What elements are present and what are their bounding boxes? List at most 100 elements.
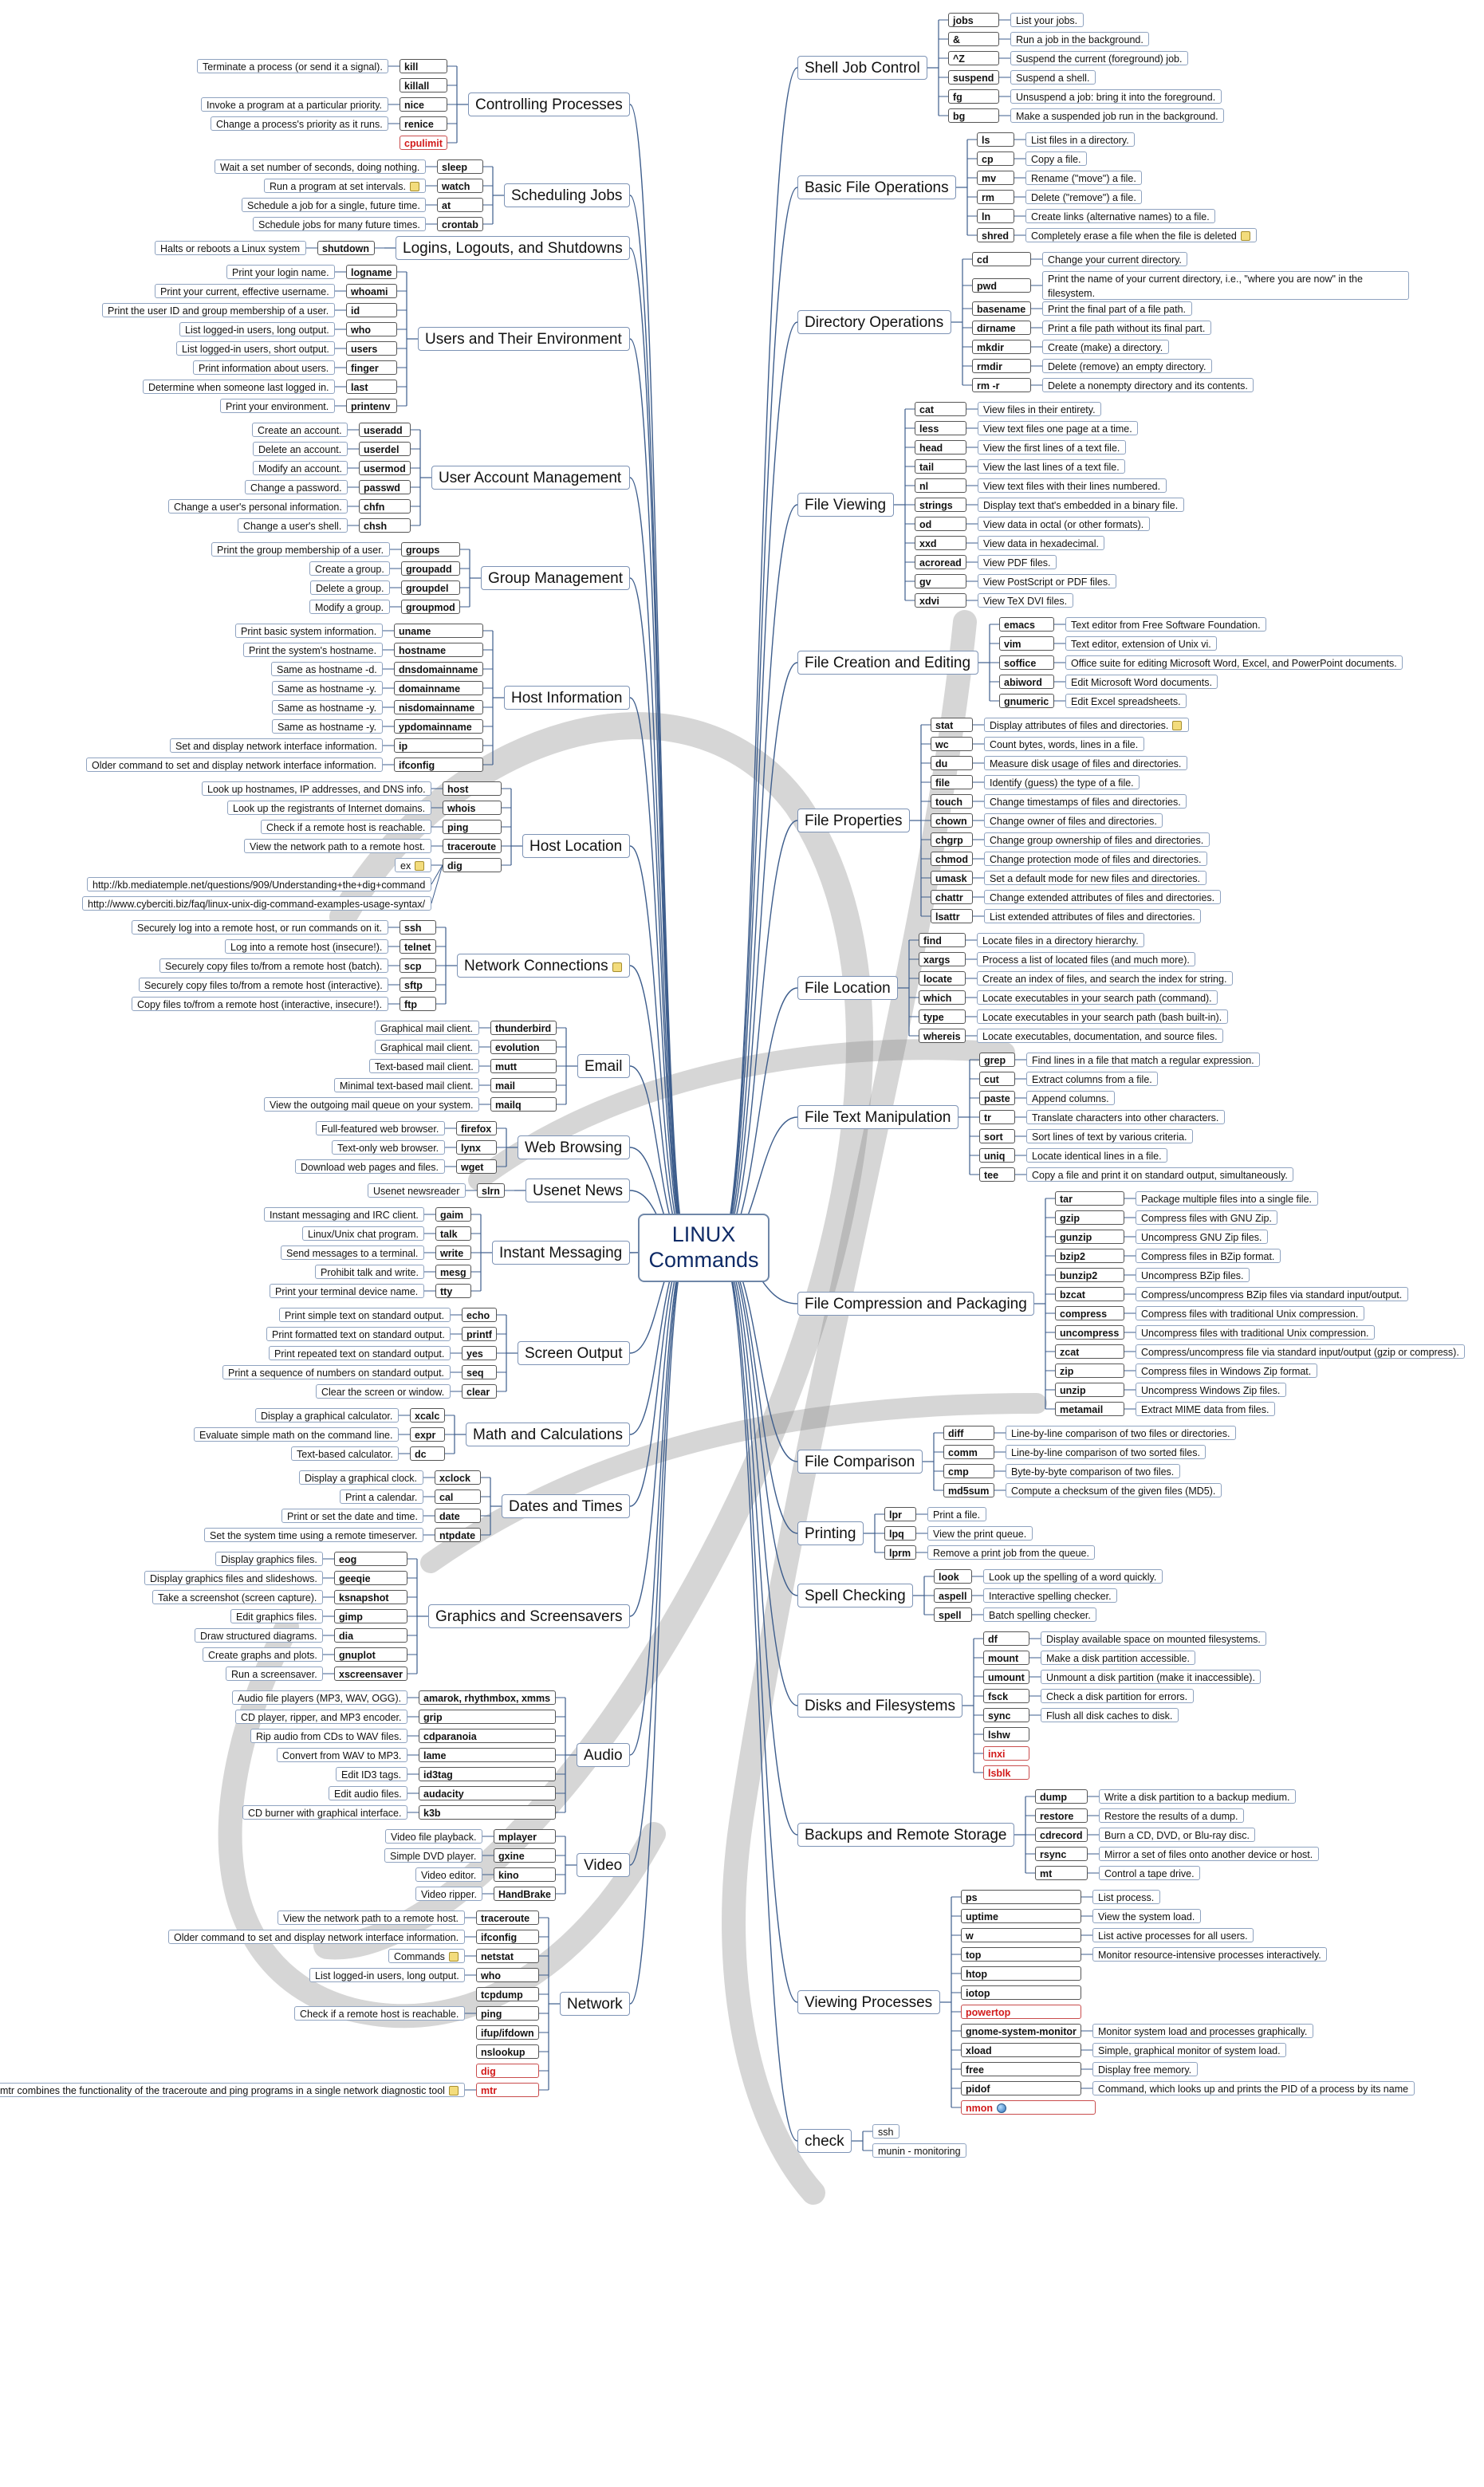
category-scheduling-jobs[interactable]: Scheduling Jobs [504,183,630,207]
command-gv[interactable]: gv [915,574,966,588]
command-abiword[interactable]: abiword [999,675,1054,689]
category-controlling-processes[interactable]: Controlling Processes [468,92,630,116]
command-rmdir[interactable]: rmdir [972,359,1031,373]
command-kino[interactable]: kino [494,1867,556,1882]
command-tcpdump[interactable]: tcpdump [476,1987,539,2001]
command-od[interactable]: od [915,517,966,531]
category-file-comparison[interactable]: File Comparison [797,1450,923,1474]
category-logins-logouts-and-shutdowns[interactable]: Logins, Logouts, and Shutdowns [396,236,630,260]
command-nice[interactable]: nice [400,97,447,112]
category-shell-job-control[interactable]: Shell Job Control [797,56,927,80]
command-groups[interactable]: groups [401,542,460,557]
command-zip[interactable]: zip [1055,1364,1124,1378]
command-acroread[interactable]: acroread [915,555,966,569]
command-fg[interactable]: fg [948,89,999,104]
command-domainname[interactable]: domainname [394,681,483,695]
command-chmod[interactable]: chmod [931,852,973,866]
command-shred[interactable]: shred [977,228,1014,242]
command-ntpdate[interactable]: ntpdate [435,1528,481,1542]
command-xscreensaver[interactable]: xscreensaver [334,1667,407,1681]
command-ypdomainname[interactable]: ypdomainname [394,719,483,734]
command-wget[interactable]: wget [456,1159,497,1174]
command-uptime[interactable]: uptime [961,1909,1081,1923]
command-pidof[interactable]: pidof [961,2081,1081,2095]
command-date[interactable]: date [435,1509,481,1523]
command-nmon[interactable]: nmon [961,2100,1096,2115]
command-mt[interactable]: mt [1035,1866,1088,1880]
command-cdparanoia[interactable]: cdparanoia [419,1729,556,1743]
command-gnome-system-monitor[interactable]: gnome-system-monitor [961,2024,1081,2038]
category-host-location[interactable]: Host Location [522,834,630,858]
command-ifconfig[interactable]: ifconfig [476,1930,539,1944]
command-mail[interactable]: mail [490,1078,557,1092]
command-hostname[interactable]: hostname [394,643,483,657]
command-renice[interactable]: renice [400,116,447,131]
category-printing[interactable]: Printing [797,1521,864,1545]
command-dig[interactable]: dig [476,2064,539,2078]
command-logname[interactable]: logname [346,265,397,279]
category-email[interactable]: Email [577,1054,630,1078]
command-nl[interactable]: nl [915,478,966,493]
command-dirname[interactable]: dirname [972,321,1031,335]
command-xdvi[interactable]: xdvi [915,593,966,608]
reference-link[interactable]: http://kb.mediatemple.net/questions/909/… [87,877,431,891]
category-group-management[interactable]: Group Management [481,566,630,590]
command-last[interactable]: last [346,380,397,394]
note-icon[interactable] [409,182,419,191]
command-cal[interactable]: cal [435,1489,481,1504]
command-tee[interactable]: tee [979,1167,1015,1182]
command-wc[interactable]: wc [931,737,973,751]
command-audacity[interactable]: audacity [419,1786,556,1800]
command-cat[interactable]: cat [915,402,966,416]
command-firefox[interactable]: firefox [456,1121,497,1135]
category-file-viewing[interactable]: File Viewing [797,493,894,517]
command-dia[interactable]: dia [334,1628,407,1643]
command-mutt[interactable]: mutt [490,1059,557,1073]
command-mplayer[interactable]: mplayer [494,1829,556,1844]
command-whoami[interactable]: whoami [346,284,397,298]
category-viewing-processes[interactable]: Viewing Processes [797,1990,940,2014]
command-chsh[interactable]: chsh [359,518,411,533]
note-icon[interactable] [1240,231,1250,241]
command-xclock[interactable]: xclock [435,1470,481,1485]
command-xargs[interactable]: xargs [919,952,966,966]
command-gnumeric[interactable]: gnumeric [999,694,1054,708]
command-chown[interactable]: chown [931,813,973,828]
command-uname[interactable]: uname [394,624,483,638]
command-cpulimit[interactable]: cpulimit [400,136,447,150]
command-htop[interactable]: htop [961,1966,1081,1981]
command-bzip2[interactable]: bzip2 [1055,1249,1124,1263]
command-less[interactable]: less [915,421,966,435]
command-nslookup[interactable]: nslookup [476,2044,539,2059]
command-xload[interactable]: xload [961,2043,1081,2057]
category-instant-messaging[interactable]: Instant Messaging [492,1241,630,1265]
command-jobs[interactable]: jobs [948,13,999,27]
command-xxd[interactable]: xxd [915,536,966,550]
command-inxi[interactable]: inxi [983,1746,1029,1761]
category-dates-and-times[interactable]: Dates and Times [502,1494,630,1518]
command-ip[interactable]: ip [394,738,483,753]
command-look[interactable]: look [934,1569,972,1584]
command-locate[interactable]: locate [919,971,966,986]
command-scp[interactable]: scp [400,958,436,973]
command-chfn[interactable]: chfn [359,499,411,514]
command-slrn[interactable]: slrn [477,1183,505,1198]
command-xcalc[interactable]: xcalc [410,1408,445,1423]
command-top[interactable]: top [961,1947,1081,1962]
command-umount[interactable]: umount [983,1670,1029,1684]
command-ssh[interactable]: ssh [400,920,436,935]
command-tr[interactable]: tr [979,1110,1015,1124]
check-item-ssh[interactable]: ssh [872,2124,899,2139]
command-bg[interactable]: bg [948,108,999,123]
command-lynx[interactable]: lynx [456,1140,497,1155]
command-soffice[interactable]: soffice [999,655,1054,670]
command-restore[interactable]: restore [1035,1808,1088,1823]
command-amarok-rhythmbox-xmms[interactable]: amarok, rhythmbox, xmms [419,1690,556,1705]
command-cut[interactable]: cut [979,1072,1015,1086]
command-lprm[interactable]: lprm [884,1545,916,1560]
command-du[interactable]: du [931,756,973,770]
command-telnet[interactable]: telnet [400,939,436,954]
command-sort[interactable]: sort [979,1129,1015,1143]
command-expr[interactable]: expr [410,1427,445,1442]
note-icon[interactable] [448,1952,459,1962]
